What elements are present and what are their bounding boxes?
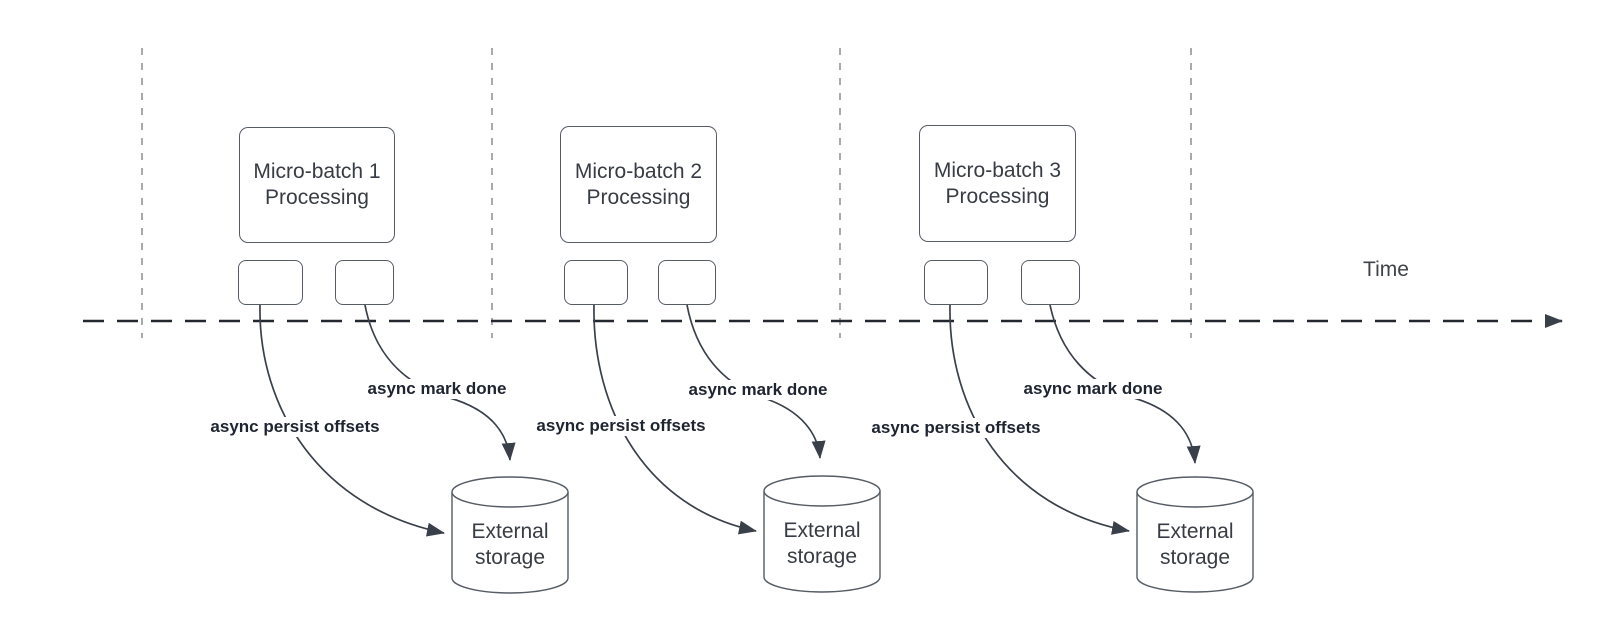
time-axis-label: Time bbox=[1363, 258, 1409, 281]
mark-done-label-2: async mark done bbox=[686, 380, 830, 400]
external-storage-label-2-line1: External bbox=[783, 519, 861, 542]
cylinder-top-1 bbox=[451, 476, 569, 508]
micro-batch-3-processing-box: Micro-batch 3 Processing bbox=[919, 125, 1076, 242]
persist-offsets-label-3: async persist offsets bbox=[869, 418, 1043, 438]
cylinder-body-3 bbox=[1136, 492, 1254, 593]
external-storage-label-3: External storage bbox=[1156, 519, 1233, 571]
offset-task-box-3 bbox=[924, 260, 988, 305]
persist-offsets-arrow-2 bbox=[593, 304, 757, 535]
external-storage-label-1: External storage bbox=[471, 519, 548, 571]
micro-batch-3-title: Micro-batch 3 bbox=[933, 158, 1062, 182]
micro-batch-3-subtitle: Processing bbox=[945, 184, 1050, 208]
micro-batch-2-title: Micro-batch 2 bbox=[574, 159, 703, 183]
persist-offsets-label-1: async persist offsets bbox=[208, 417, 382, 437]
offset-task-box-2 bbox=[564, 260, 628, 305]
micro-batch-2-processing-box: Micro-batch 2 Processing bbox=[560, 126, 717, 243]
micro-batch-1-subtitle: Processing bbox=[265, 186, 369, 209]
cylinder-top-3 bbox=[1136, 476, 1254, 508]
mark-done-label-1: async mark done bbox=[365, 379, 509, 399]
persist-offsets-label-2: async persist offsets bbox=[534, 416, 708, 436]
persist-offsets-arrow-1 bbox=[259, 304, 445, 537]
persist-offsets-arrow-3 bbox=[949, 304, 1130, 535]
mark-done-task-box-3 bbox=[1021, 260, 1080, 305]
offset-task-box-1 bbox=[238, 260, 303, 305]
external-storage-cylinder-2 bbox=[763, 475, 881, 593]
mark-done-task-box-2 bbox=[658, 260, 716, 305]
external-storage-label-2-line2: storage bbox=[786, 545, 858, 568]
external-storage-cylinder-3 bbox=[1136, 476, 1254, 593]
micro-batch-2-subtitle: Processing bbox=[586, 185, 691, 209]
cylinder-body-1 bbox=[451, 492, 569, 594]
external-storage-label-3-line2: storage bbox=[1159, 546, 1231, 569]
micro-batch-1-title: Micro-batch 1 bbox=[253, 160, 381, 183]
external-storage-cylinder-1 bbox=[451, 476, 569, 594]
external-storage-label-1-line2: storage bbox=[474, 546, 546, 569]
mark-done-task-box-1 bbox=[335, 260, 394, 305]
mark-done-label-3: async mark done bbox=[1021, 379, 1165, 399]
external-storage-label-3-line1: External bbox=[1156, 520, 1234, 543]
cylinder-top-2 bbox=[763, 475, 881, 507]
external-storage-label-1-line1: External bbox=[471, 520, 549, 543]
cylinder-body-2 bbox=[763, 491, 881, 593]
micro-batch-1-processing-box: Micro-batch 1 Processing bbox=[239, 127, 395, 243]
external-storage-label-2: External storage bbox=[783, 518, 860, 570]
